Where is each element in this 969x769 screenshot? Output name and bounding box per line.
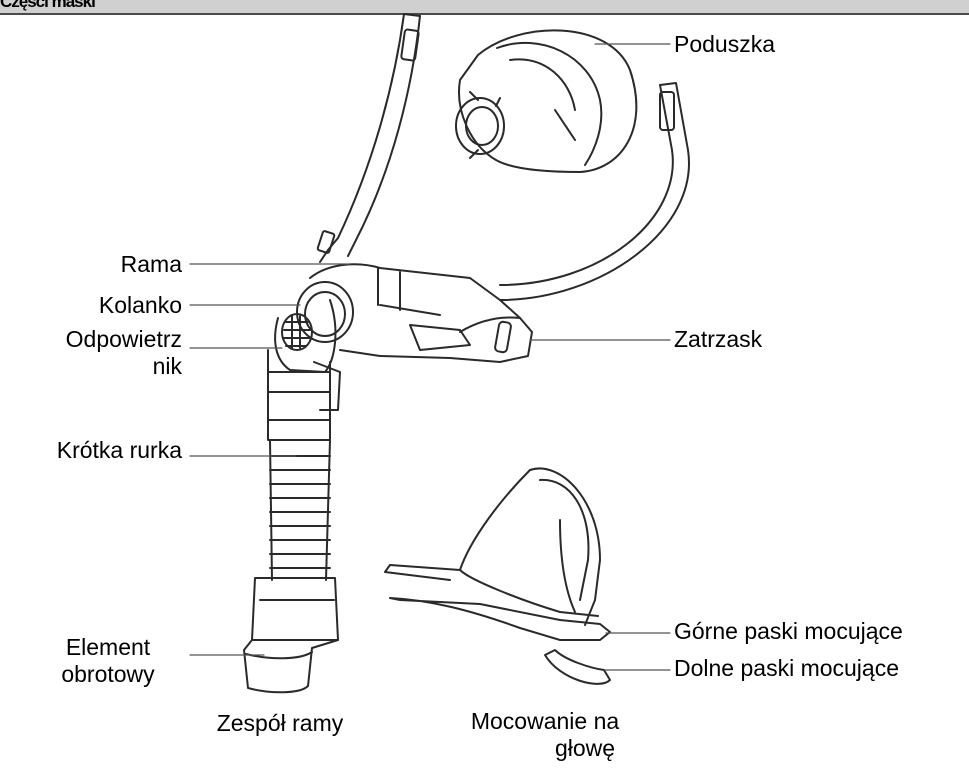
label-elbow: Kolanko: [60, 292, 182, 319]
label-clip: Zatrzask: [674, 326, 762, 353]
label-upper-straps: Górne paski mocujące: [674, 618, 903, 645]
elbow-part: [275, 282, 353, 372]
headgear-part: [385, 468, 610, 683]
caption-headgear: Mocowanie na głowę: [435, 708, 655, 762]
caption-headgear-line1: Mocowanie na: [435, 708, 655, 735]
short-tube-part: [252, 350, 340, 640]
caption-headgear-line2: głowę: [435, 735, 655, 762]
label-swivel: Element obrotowy: [38, 634, 178, 688]
label-vent: Odpowietrz nik: [20, 326, 182, 380]
cushion-part: [456, 30, 636, 172]
label-swivel-line1: Element: [38, 634, 178, 661]
frame-body: [310, 264, 532, 362]
label-lower-straps: Dolne paski mocujące: [674, 655, 899, 682]
label-vent-line1: Odpowietrz: [20, 326, 182, 353]
label-vent-line2: nik: [20, 353, 182, 380]
label-frame: Rama: [80, 251, 182, 278]
caption-frame-assembly: Zespół ramy: [190, 710, 370, 737]
frame-strap-left: [317, 14, 420, 262]
frame-strap-right: [500, 83, 689, 300]
swivel-part: [244, 640, 338, 692]
label-swivel-line2: obrotowy: [38, 661, 178, 688]
label-short-tube: Krótka rurka: [10, 437, 182, 464]
label-cushion: Poduszka: [674, 31, 775, 58]
